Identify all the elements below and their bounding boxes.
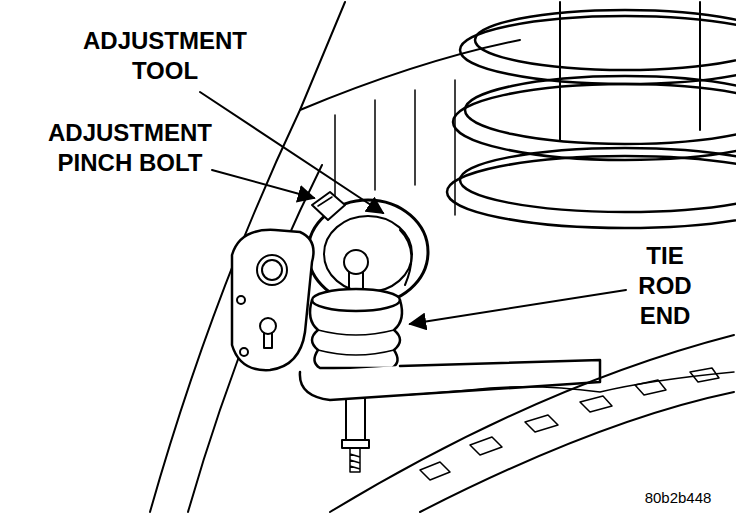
sleeve-slot [400,230,411,285]
coil-spring [447,156,736,228]
fender-line [188,165,322,512]
ball-stud [344,250,368,274]
pinch-bolt [318,197,332,206]
knuckle-hole [257,255,287,285]
tread-block [420,368,719,480]
screw [237,296,245,304]
leader-line [410,290,626,324]
stud-thread [350,448,360,472]
tie-rod-boot [312,289,400,311]
tie-rod-arm [300,360,600,400]
callout-label: TIE ROD END [622,241,708,331]
ground-line [405,372,734,395]
coil-spring [460,16,736,84]
keyhole [264,333,272,348]
callout-label: ADJUSTMENT PINCH BOLT [25,118,235,178]
knuckle-hole [262,260,282,280]
callout-label: ADJUSTMENT TOOL [60,26,270,86]
panel-line [454,80,456,215]
keyhole [260,318,276,334]
tie-rod-boot [310,300,402,368]
tire-tread [330,335,734,512]
boot-ridge [318,330,394,355]
tire-tread [420,392,734,512]
pinch-bolt [312,192,345,220]
figure-id: 80b2b448 [628,489,728,507]
panel-line [414,90,416,185]
screw [240,348,248,356]
adjustment-sleeve [324,216,412,292]
steering-knuckle [232,230,314,370]
leader-line [200,92,383,213]
stud [346,398,365,440]
stud-nut [342,440,369,448]
leader-line [212,170,314,198]
panel-line [374,100,376,190]
